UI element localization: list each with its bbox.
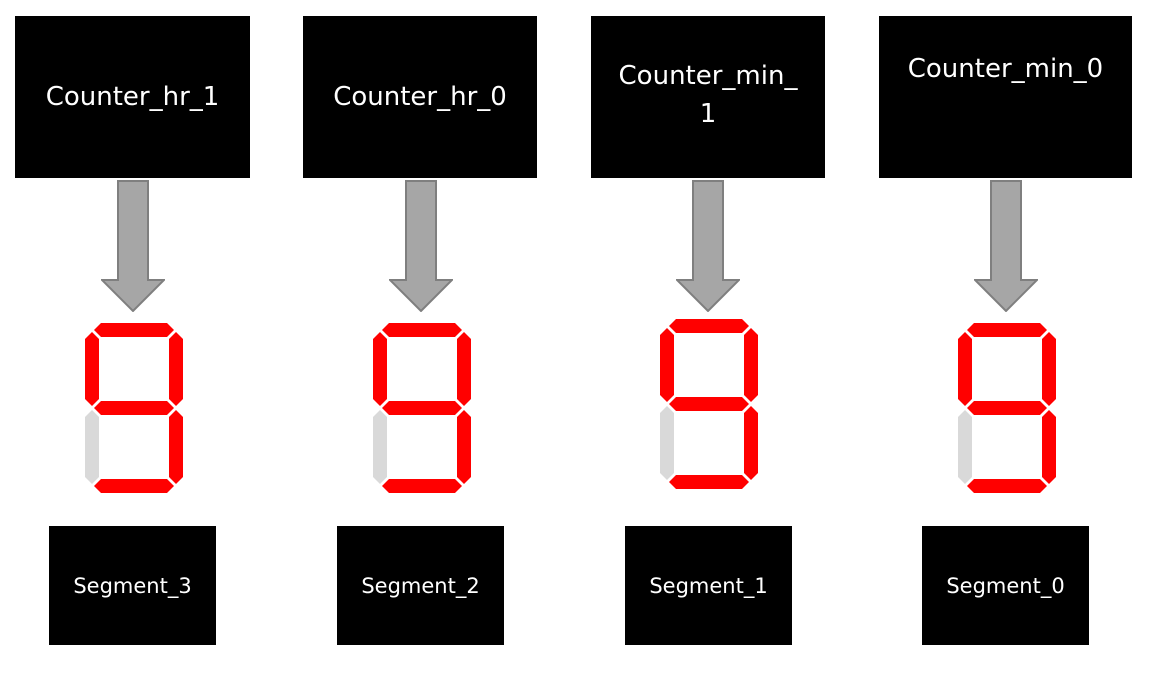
segment-b: [457, 332, 471, 406]
segment-0-box: Segment_0: [922, 526, 1089, 645]
segment-c: [1042, 410, 1056, 484]
segment-a: [382, 323, 462, 337]
segment-g: [94, 401, 174, 415]
segment-g: [669, 397, 749, 411]
seven-segment-digit-3: [85, 323, 183, 493]
segment-d: [94, 479, 174, 493]
segment-3-label: Segment_3: [73, 573, 192, 598]
segment-1-box: Segment_1: [625, 526, 792, 645]
seven-segment-digit-2: [373, 323, 471, 493]
counter-hr-0-box: Counter_hr_0: [303, 16, 537, 178]
segment-a: [669, 319, 749, 333]
segment-d: [382, 479, 462, 493]
counter-hr-1-label: Counter_hr_1: [45, 82, 220, 112]
counter-min-1-box: Counter_min_ 1: [591, 16, 825, 178]
segment-c: [457, 410, 471, 484]
segment-e: [660, 406, 674, 480]
segment-0-label: Segment_0: [946, 573, 1065, 598]
segment-e: [958, 410, 972, 484]
segment-b: [744, 328, 758, 402]
segment-1-label: Segment_1: [649, 573, 768, 598]
counter-min-1-label: Counter_min_ 1: [618, 61, 798, 129]
counter-min-0-label: Counter_min_0: [907, 54, 1104, 84]
down-arrow-icon: [974, 180, 1038, 312]
counter-min-0-box: Counter_min_0: [879, 16, 1132, 178]
segment-b: [1042, 332, 1056, 406]
segment-f: [958, 332, 972, 406]
segment-g: [967, 401, 1047, 415]
segment-c: [744, 406, 758, 480]
down-arrow-icon: [101, 180, 165, 312]
segment-2-box: Segment_2: [337, 526, 504, 645]
segment-e: [373, 410, 387, 484]
segment-2-label: Segment_2: [361, 573, 480, 598]
segment-d: [967, 479, 1047, 493]
segment-a: [967, 323, 1047, 337]
segment-f: [85, 332, 99, 406]
down-arrow-icon: [676, 180, 740, 312]
segment-c: [169, 410, 183, 484]
counter-hr-1-box: Counter_hr_1: [15, 16, 250, 178]
segment-3-box: Segment_3: [49, 526, 216, 645]
segment-b: [169, 332, 183, 406]
segment-d: [669, 475, 749, 489]
seven-segment-digit-1: [660, 319, 758, 489]
counter-hr-0-label: Counter_hr_0: [333, 82, 507, 112]
segment-f: [660, 328, 674, 402]
seven-segment-digit-0: [958, 323, 1056, 493]
segment-e: [85, 410, 99, 484]
segment-g: [382, 401, 462, 415]
segment-f: [373, 332, 387, 406]
segment-a: [94, 323, 174, 337]
down-arrow-icon: [389, 180, 453, 312]
